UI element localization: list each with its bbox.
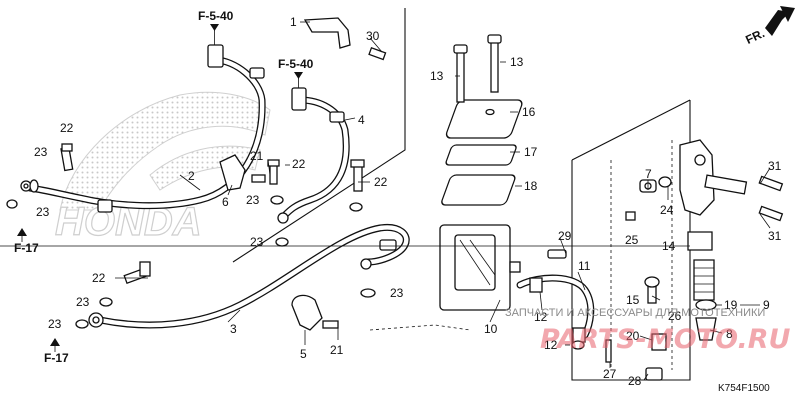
callout-17: 17 xyxy=(524,145,538,159)
ref-arrow-icon xyxy=(17,228,27,236)
callout-1: 1 xyxy=(290,15,297,29)
callout-13-left: 13 xyxy=(430,69,444,83)
section-ref-f540-upper: F-5-40 xyxy=(198,9,234,23)
ref-arrow-icon xyxy=(210,24,219,31)
callout-15: 15 xyxy=(626,293,640,307)
callout-leaders xyxy=(0,21,771,381)
callout-31-lower: 31 xyxy=(768,229,782,243)
hose-clamp-5 xyxy=(291,294,323,331)
piston-set xyxy=(605,231,717,381)
callout-21-upper: 21 xyxy=(250,149,264,163)
callout-19: 19 xyxy=(724,298,738,312)
brake-hose-2 xyxy=(20,44,266,213)
callout-30: 30 xyxy=(366,29,380,43)
callout-29: 29 xyxy=(558,229,572,243)
callout-18: 18 xyxy=(524,179,538,193)
callout-13-right: 13 xyxy=(510,55,524,69)
section-ref-f17-upper: F-17 xyxy=(14,241,39,255)
callout-3: 3 xyxy=(230,322,237,336)
callout-23-c: 23 xyxy=(246,193,260,207)
callout-8: 8 xyxy=(726,327,733,341)
ref-arrow-icon xyxy=(294,72,303,79)
sealing-washers xyxy=(6,179,376,329)
hose-bracket-1 xyxy=(303,17,351,49)
reservoir-bolts-13 xyxy=(453,34,502,103)
bolts xyxy=(60,46,387,329)
callout-22-middle: 22 xyxy=(292,157,306,171)
watermark: ЗАПЧАСТИ И АКСЕССУАРЫ ДЛЯ МОТОТЕХНИКИ PA… xyxy=(505,307,790,355)
direction-label: FR. xyxy=(743,26,766,47)
callout-21-lower: 21 xyxy=(330,343,344,357)
callout-4: 4 xyxy=(358,113,365,127)
callout-9: 9 xyxy=(763,298,770,312)
callout-numbers: 1 2 3 4 5 6 7 8 9 10 11 12 12 13 13 14 1… xyxy=(34,15,782,388)
callout-10: 10 xyxy=(484,322,498,336)
callout-31-upper: 31 xyxy=(768,159,782,173)
section-ref-f540-middle: F-5-40 xyxy=(278,57,314,71)
callout-27: 27 xyxy=(603,367,617,381)
master-cylinder-body xyxy=(625,139,784,222)
diagram-code: K754F1500 xyxy=(718,383,770,394)
callout-6: 6 xyxy=(222,195,229,209)
callout-23-f: 23 xyxy=(76,295,90,309)
callout-23-d: 23 xyxy=(250,235,264,249)
callout-12-lower: 12 xyxy=(544,338,558,352)
callout-5: 5 xyxy=(300,347,307,361)
callout-11: 11 xyxy=(578,259,591,273)
master-cylinder-reservoir xyxy=(439,99,523,311)
callout-16: 16 xyxy=(522,105,536,119)
brake-hose-4 xyxy=(277,87,350,224)
ref-arrow-icon xyxy=(50,338,60,346)
section-ref-f17-lower: F-17 xyxy=(44,351,69,365)
section-references: F-5-40 F-5-40 F-17 F-17 xyxy=(14,9,314,365)
callout-7: 7 xyxy=(645,167,652,181)
callout-24: 24 xyxy=(660,203,674,217)
callout-22-right: 22 xyxy=(374,175,388,189)
hose-clamp-6 xyxy=(219,154,246,191)
callout-12-upper: 12 xyxy=(534,310,548,324)
callout-23-a: 23 xyxy=(34,145,48,159)
brake-hose-3 xyxy=(88,223,410,329)
callout-23-g: 23 xyxy=(48,317,62,331)
callout-14: 14 xyxy=(662,239,676,253)
watermark-text: ЗАПЧАСТИ И АКСЕССУАРЫ ДЛЯ МОТОТЕХНИКИ xyxy=(505,307,765,319)
watermark-logo: PARTS-MOTO.RU xyxy=(540,324,790,355)
callout-20: 20 xyxy=(626,329,640,343)
callout-22-lower: 22 xyxy=(92,271,106,285)
callout-2: 2 xyxy=(188,169,195,183)
callout-25: 25 xyxy=(625,233,639,247)
front-direction-arrow: FR. xyxy=(743,6,795,47)
callout-26: 26 xyxy=(668,309,682,323)
callout-23-e: 23 xyxy=(390,286,404,300)
callout-22-left: 22 xyxy=(60,121,74,135)
callout-23-b: 23 xyxy=(36,205,50,219)
screw-29 xyxy=(547,249,567,259)
callout-28: 28 xyxy=(628,374,642,388)
